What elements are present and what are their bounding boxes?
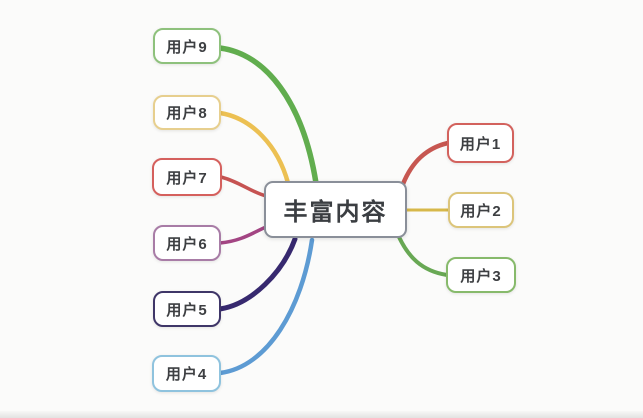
edge-user5	[217, 236, 298, 312]
node-user7[interactable]: 用户7	[152, 158, 222, 196]
node-user8[interactable]: 用户8	[153, 95, 221, 130]
node-user6[interactable]: 用户6	[153, 225, 221, 261]
node-user2[interactable]: 用户2	[448, 192, 514, 228]
edge-user8	[217, 110, 291, 186]
node-user3[interactable]: 用户3	[446, 257, 516, 293]
node-user9[interactable]: 用户9	[153, 28, 221, 64]
node-center[interactable]: 丰富内容	[264, 181, 407, 238]
node-user5[interactable]: 用户5	[153, 291, 221, 327]
edge-user6	[218, 225, 268, 245]
edge-user9	[217, 45, 319, 186]
edge-user7	[219, 175, 268, 198]
node-user1[interactable]: 用户1	[447, 123, 514, 163]
edge-user4	[217, 237, 315, 376]
node-user4[interactable]: 用户4	[152, 355, 221, 392]
edge-user3	[397, 235, 449, 277]
edge-user1	[400, 140, 451, 187]
bottom-edge-shade	[0, 411, 643, 418]
